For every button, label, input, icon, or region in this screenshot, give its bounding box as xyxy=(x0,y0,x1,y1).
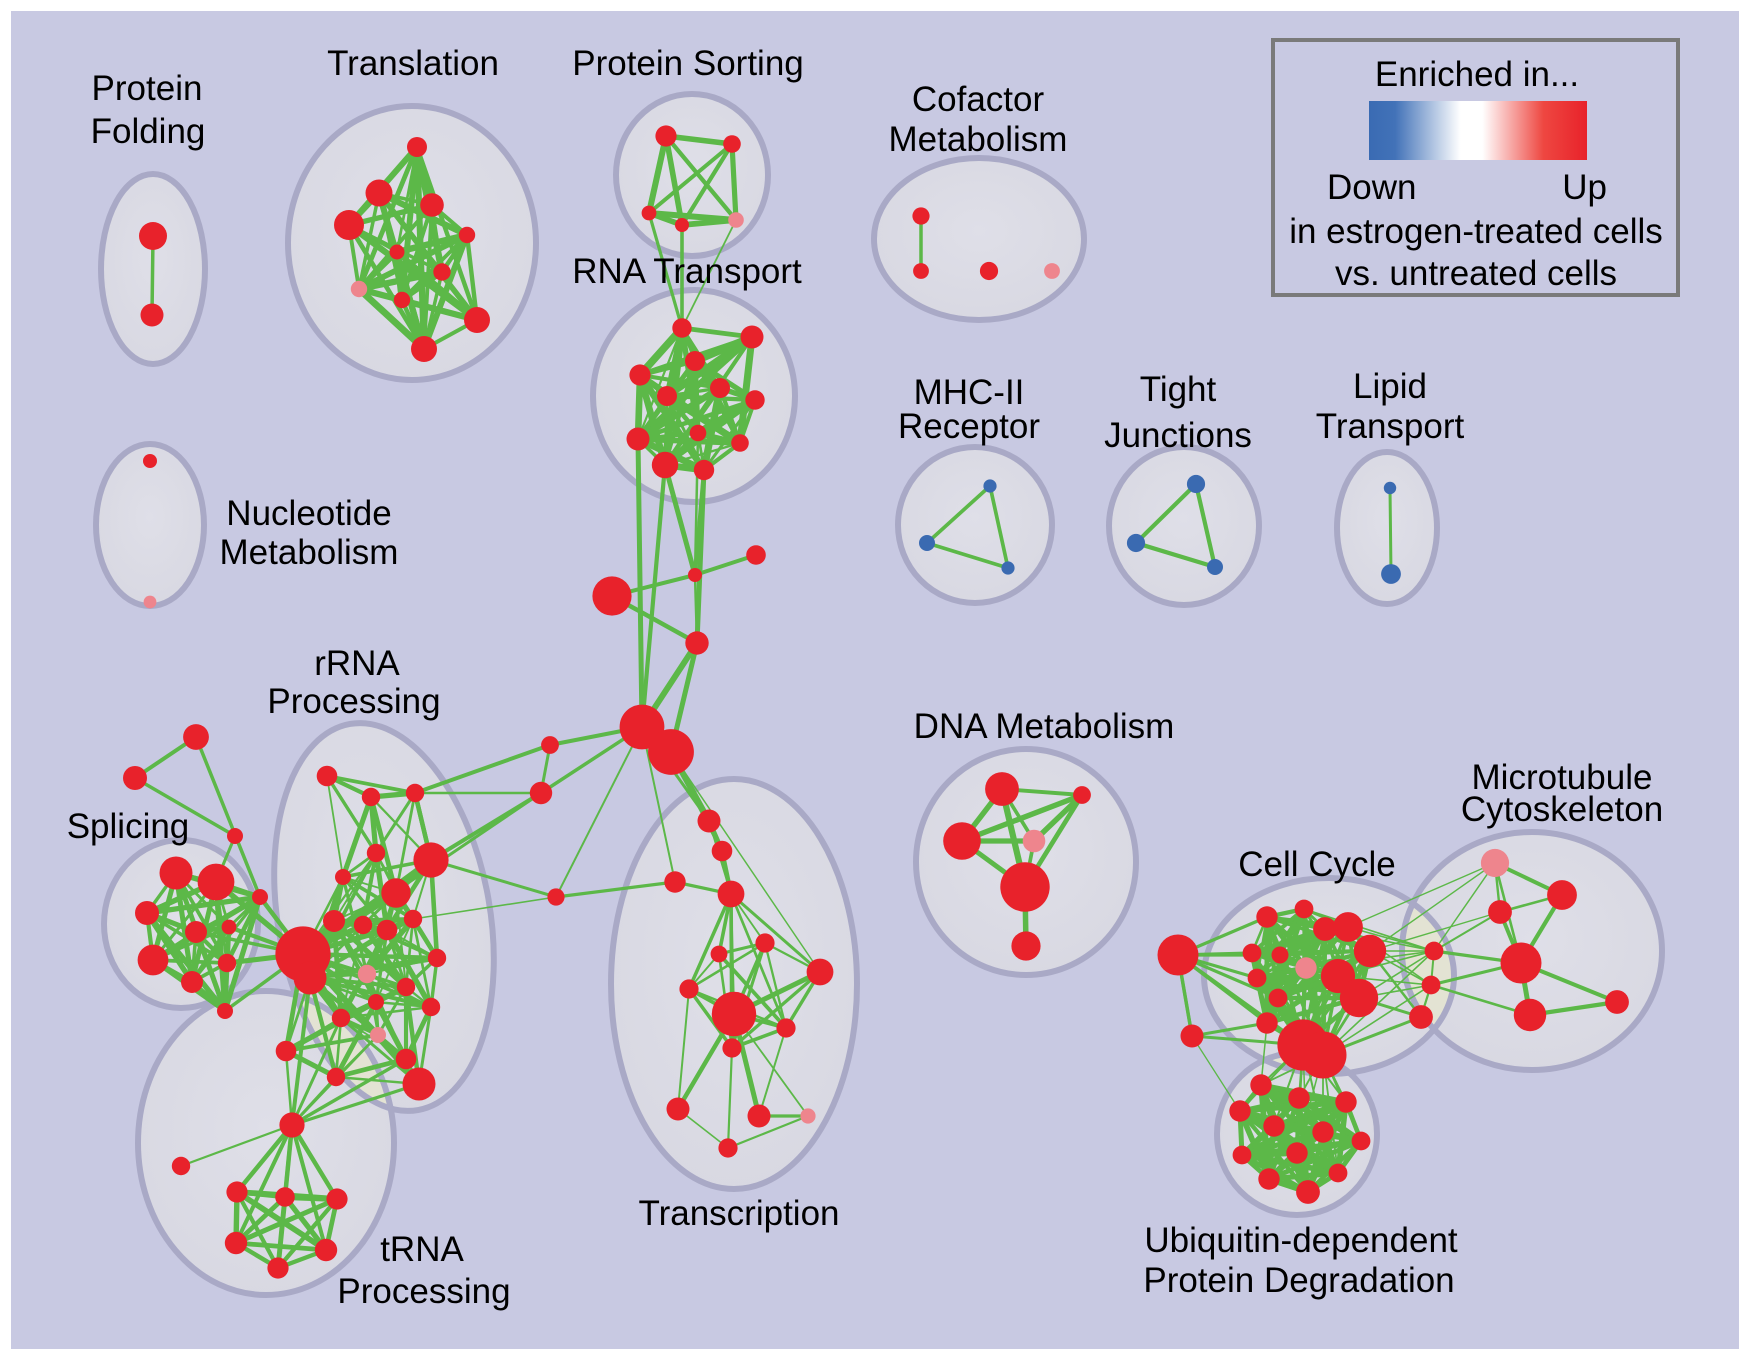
svg-text:Protein Sorting: Protein Sorting xyxy=(572,44,804,83)
svg-text:RNA Transport: RNA Transport xyxy=(572,252,802,291)
svg-text:Cofactor: Cofactor xyxy=(912,80,1045,119)
svg-text:Junctions: Junctions xyxy=(1104,416,1252,455)
svg-text:Folding: Folding xyxy=(91,112,206,151)
svg-text:Processing: Processing xyxy=(337,1272,510,1311)
svg-text:Ubiquitin-dependent: Ubiquitin-dependent xyxy=(1144,1221,1458,1260)
svg-text:Receptor: Receptor xyxy=(898,407,1040,446)
svg-text:Transcription: Transcription xyxy=(639,1194,840,1233)
svg-text:Protein Degradation: Protein Degradation xyxy=(1143,1261,1454,1300)
svg-text:Metabolism: Metabolism xyxy=(220,533,399,572)
svg-text:rRNA: rRNA xyxy=(314,644,400,683)
svg-text:Cell Cycle: Cell Cycle xyxy=(1238,845,1396,884)
svg-text:Nucleotide: Nucleotide xyxy=(226,494,391,533)
svg-text:Processing: Processing xyxy=(267,682,440,721)
svg-text:Protein: Protein xyxy=(92,69,203,108)
svg-text:Translation: Translation xyxy=(327,44,499,83)
svg-text:Up: Up xyxy=(1562,168,1607,207)
svg-text:Lipid: Lipid xyxy=(1353,367,1427,406)
svg-text:Tight: Tight xyxy=(1140,370,1217,409)
svg-text:Down: Down xyxy=(1327,168,1416,207)
svg-text:Microtubule: Microtubule xyxy=(1472,758,1653,797)
svg-text:Splicing: Splicing xyxy=(67,807,190,846)
svg-text:Metabolism: Metabolism xyxy=(889,120,1068,159)
svg-text:MHC-II: MHC-II xyxy=(914,373,1025,412)
svg-text:DNA Metabolism: DNA Metabolism xyxy=(914,707,1175,746)
svg-text:vs. untreated cells: vs. untreated cells xyxy=(1335,254,1617,293)
svg-text:Enriched in...: Enriched in... xyxy=(1375,55,1579,94)
svg-text:Transport: Transport xyxy=(1316,407,1465,446)
svg-text:in estrogen-treated cells: in estrogen-treated cells xyxy=(1289,212,1663,251)
svg-text:Cytoskeleton: Cytoskeleton xyxy=(1461,790,1663,829)
svg-text:tRNA: tRNA xyxy=(380,1230,464,1269)
